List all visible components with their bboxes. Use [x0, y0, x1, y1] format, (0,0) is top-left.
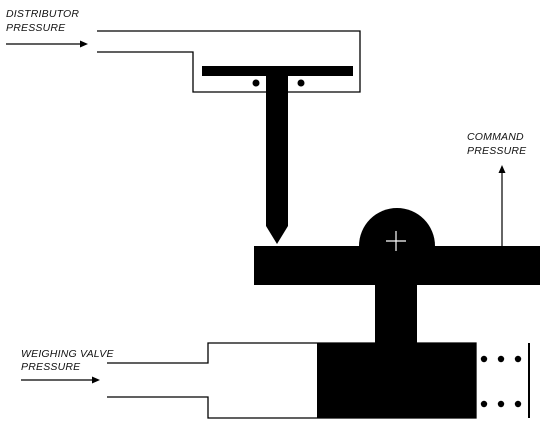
weighing-label-line1: WEIGHING VALVE — [21, 348, 114, 360]
weighing-piston — [317, 343, 476, 418]
piston-dot-left — [252, 79, 260, 87]
command-arrow — [498, 165, 506, 246]
push-rod-tip — [266, 226, 288, 244]
command-label-line1: COMMAND — [467, 131, 524, 143]
lever-beam — [254, 208, 540, 285]
pivot-dome — [359, 208, 435, 246]
distributor-chamber — [97, 30, 361, 93]
distributor-arrow — [6, 40, 88, 48]
weighing-label-line2: PRESSURE — [21, 361, 81, 373]
distributor-label-line2: PRESSURE — [6, 22, 66, 34]
distributor-label-line1: DISTRIBUTOR — [6, 8, 79, 20]
weighing-arrow — [21, 376, 100, 384]
push-rod — [266, 76, 288, 226]
spring-dots — [480, 355, 522, 408]
pivot-crosshair-icon — [386, 231, 406, 251]
command-label-line2: PRESSURE — [467, 145, 527, 157]
piston-dot-right — [297, 79, 305, 87]
diaphragm-piston — [202, 66, 353, 244]
connecting-stem — [375, 285, 417, 343]
